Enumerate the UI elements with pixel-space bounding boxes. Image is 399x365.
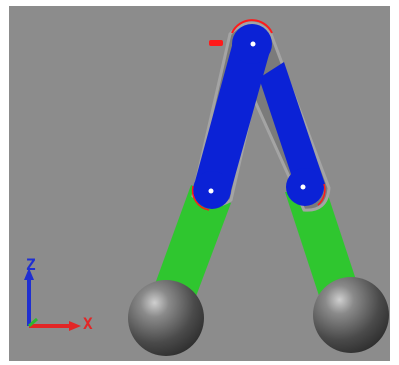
x-axis-arrow-icon [69, 321, 81, 331]
y-axis-line [28, 317, 38, 328]
left-upper-link[interactable] [194, 42, 270, 194]
left-elbow-center [208, 188, 214, 194]
z-axis-label: Z [26, 255, 36, 274]
z-axis-arrow-icon [24, 268, 34, 280]
left-elbow-marker [191, 185, 210, 211]
3d-viewport[interactable]: Z X [9, 6, 390, 361]
top-joint-center [250, 41, 256, 47]
top-axis-marker [209, 40, 223, 46]
left-lower-link[interactable] [155, 185, 231, 299]
top-joint-marker [231, 19, 273, 34]
left-foot-sphere[interactable] [128, 280, 204, 356]
axis-triad: Z X [24, 255, 93, 333]
scene-svg: Z X [24, 19, 389, 356]
right-elbow-marker [317, 183, 326, 206]
right-foot-sphere[interactable] [313, 277, 389, 353]
right-elbow-center [300, 184, 306, 190]
x-axis-label: X [83, 314, 93, 333]
